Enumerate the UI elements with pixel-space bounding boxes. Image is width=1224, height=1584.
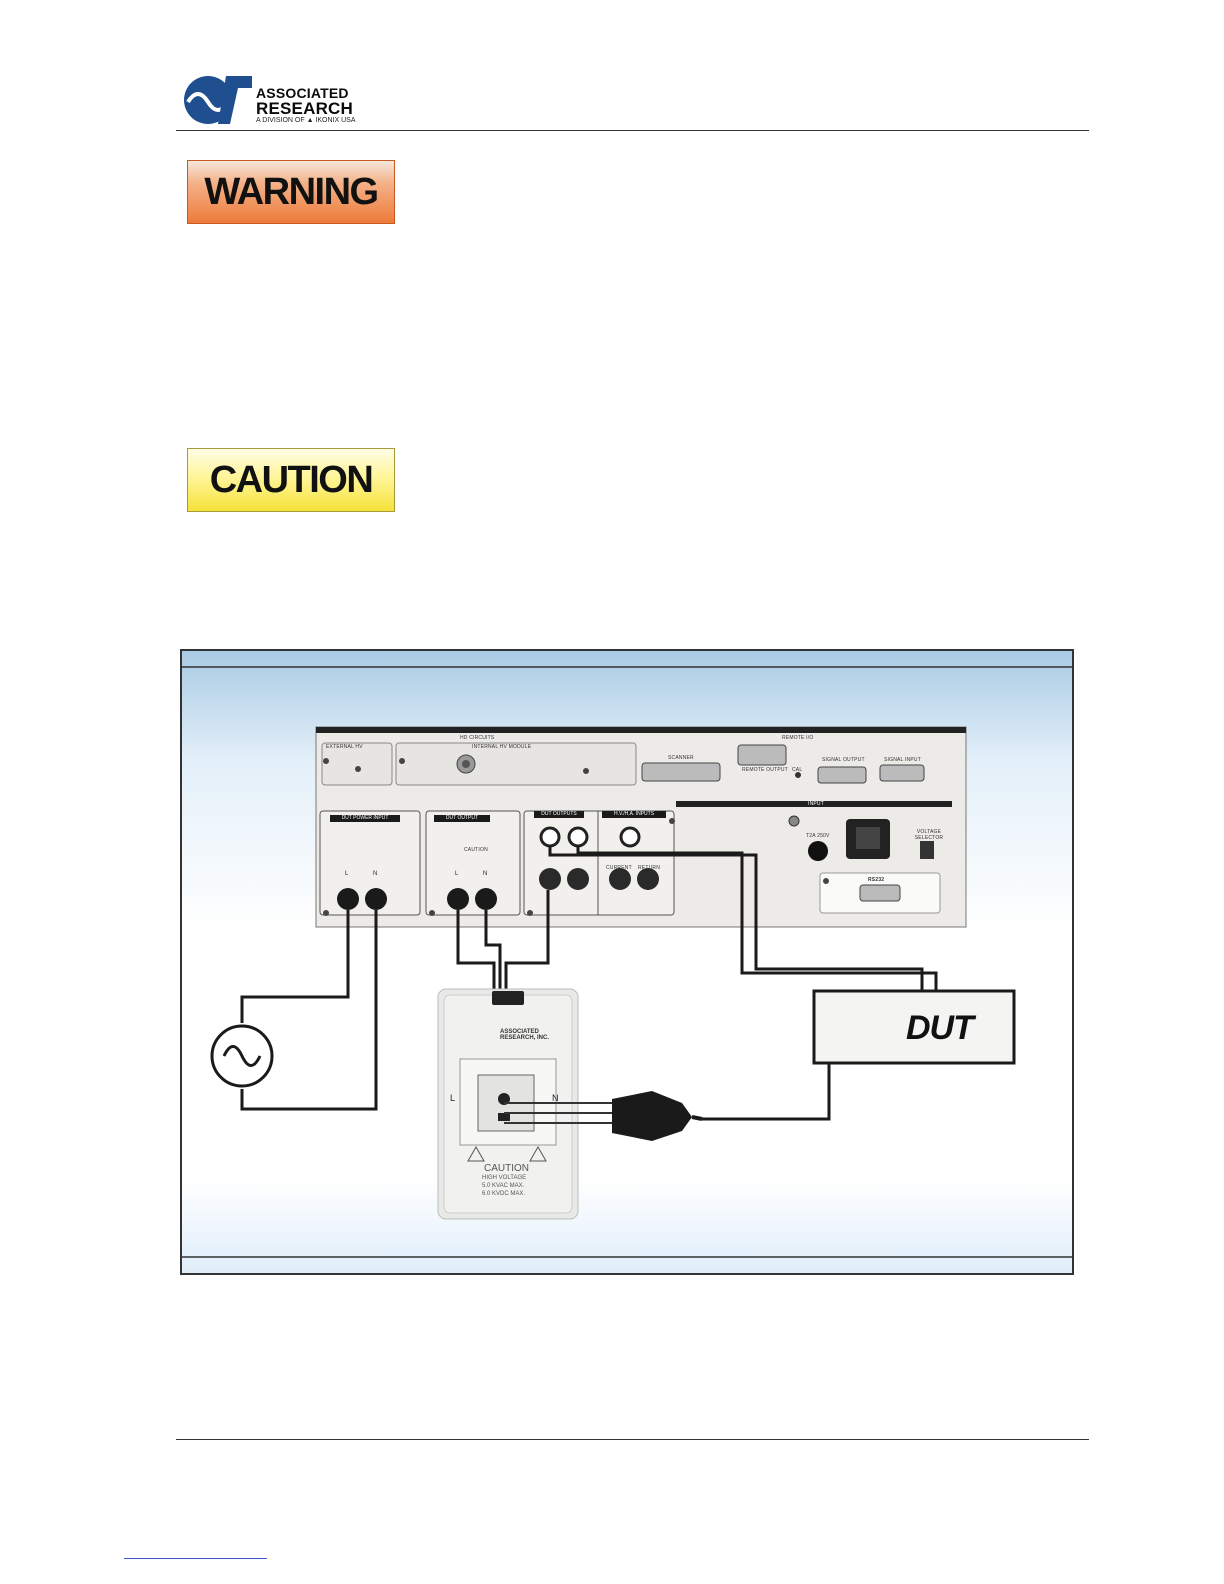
adapter-caution-line3: 6.0 KVDC MAX. (482, 1191, 526, 1197)
remote-output-label: REMOTE OUTPUT (742, 767, 788, 773)
adapter-n-label: N (552, 1093, 559, 1103)
fuse-label: T2A 250V (806, 833, 830, 839)
rs232-label: RS232 (868, 877, 885, 883)
voltage-selector-label: VOLTAGE SELECTOR (914, 829, 944, 841)
dut-output-l-label: L (455, 871, 459, 877)
dut-output-n-label: N (483, 871, 488, 877)
input-label: INPUT (808, 801, 824, 807)
connection-diagram: HD CIRCUITS EXTERNAL HV INTERNAL HV MODU… (180, 649, 1074, 1275)
signal-output-label: SIGNAL OUTPUT (822, 757, 865, 763)
signal-input-label: SIGNAL INPUT (884, 757, 921, 763)
dut-output-label: DUT OUTPUT (434, 815, 490, 822)
dut-power-input-label: DUT POWER INPUT (330, 815, 400, 822)
internal-hv-module-label: INTERNAL HV MODULE (472, 744, 532, 750)
footer-rule (176, 1439, 1089, 1440)
logo-line2: RESEARCH (256, 99, 354, 118)
power-input-l-label: L (345, 871, 349, 877)
current-label: CURRENT (606, 865, 632, 871)
header-rule (176, 130, 1089, 131)
dut-outputs-label: DUT OUTPUTS (534, 811, 584, 818)
associated-research-logo: ASSOCIATED RESEARCH A DIVISION OF ▲ IKON… (182, 72, 372, 128)
adapter-caution-label: CAUTION (484, 1163, 529, 1174)
adapter-l-label: L (450, 1093, 456, 1103)
warning-badge: WARNING (187, 160, 395, 224)
cal-label: CAL (792, 767, 803, 773)
adapter-caution-line2: 5.0 KVAC MAX. (482, 1183, 525, 1189)
external-hv-label: EXTERNAL HV (326, 744, 363, 750)
power-input-n-label: N (373, 871, 378, 877)
scanner-label: SCANNER (668, 755, 694, 761)
adapter-logo-text: ASSOCIATED RESEARCH, INC. (500, 1029, 550, 1041)
remote-io-label: REMOTE I/O (782, 735, 814, 741)
logo-subtitle: A DIVISION OF ▲ IKONIX USA (256, 117, 356, 124)
footer-link-underline[interactable] (124, 1558, 267, 1559)
logo-line1: ASSOCIATED (256, 85, 349, 101)
return-label: RETURN (638, 865, 661, 871)
caution-badge: CAUTION (187, 448, 395, 512)
diagram-drawing (182, 666, 1072, 1258)
hv-ha-inputs-label: H.V./H.A. INPUTS (602, 811, 666, 818)
logo-mark-icon (184, 76, 252, 124)
adapter-caution-line1: HIGH VOLTAGE (482, 1175, 527, 1181)
hv-circuits-label: HD CIRCUITS (460, 735, 495, 741)
panel-caution-label: CAUTION (464, 847, 488, 853)
dut-label: DUT (906, 1009, 974, 1047)
